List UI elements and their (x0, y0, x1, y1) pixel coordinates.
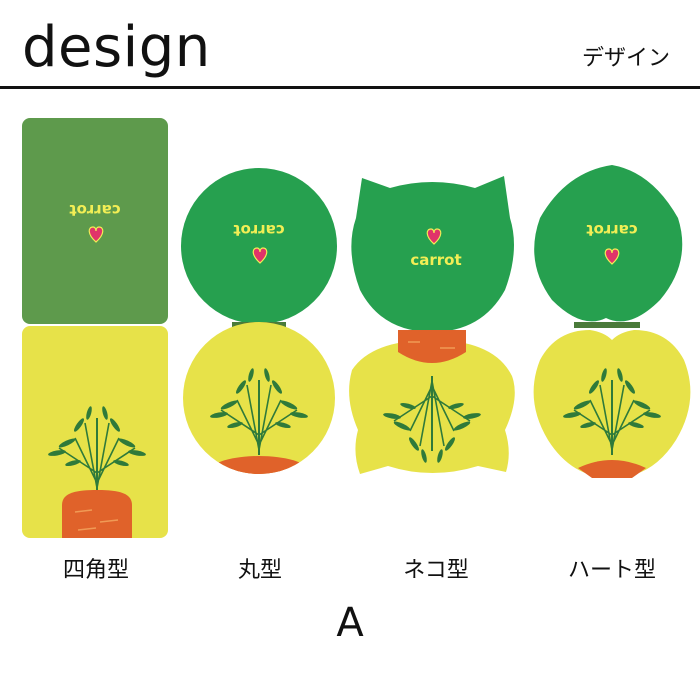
divider (0, 86, 700, 89)
variant-label: A (336, 600, 364, 646)
caption-heart: ハート型 (567, 558, 656, 583)
round-compact: carrot (181, 168, 337, 474)
brand-label: carrot (69, 201, 120, 219)
caption-cat: ネコ型 (403, 558, 469, 583)
caption-square: 四角型 (62, 558, 129, 583)
caption-round: 丸型 (237, 558, 282, 583)
page-title: design (22, 15, 211, 80)
page-subtitle: デザイン (581, 46, 670, 71)
heart-compact: carrot (533, 165, 691, 478)
square-compact: carrot (22, 118, 168, 538)
brand-label: carrot (586, 221, 637, 239)
brand-label: carrot (410, 251, 461, 269)
brand-label: carrot (233, 221, 284, 239)
cat-compact: carrot (349, 176, 515, 474)
